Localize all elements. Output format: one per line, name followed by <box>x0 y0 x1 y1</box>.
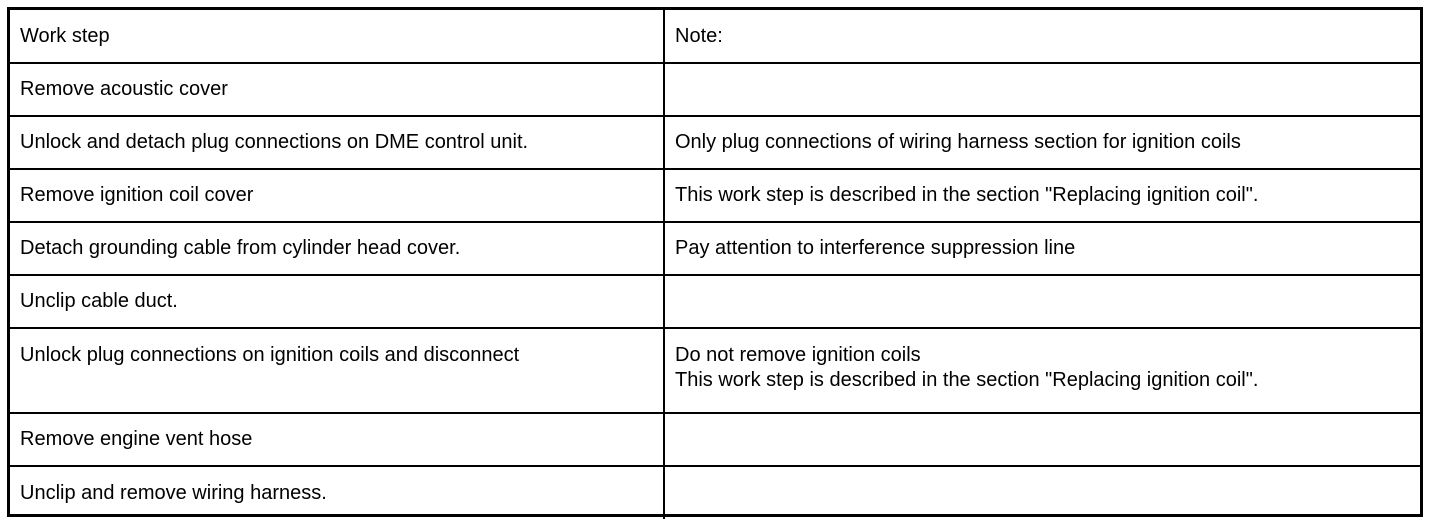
note-cell <box>663 62 1420 117</box>
table-row: Unclip cable duct. <box>10 274 1420 329</box>
table-row: Unlock and detach plug connections on DM… <box>10 115 1420 170</box>
work-step-cell: Unlock plug connections on ignition coil… <box>10 327 665 414</box>
note-cell: Do not remove ignition coils This work s… <box>663 327 1420 414</box>
table-row: Remove acoustic cover <box>10 62 1420 117</box>
note-cell: This work step is described in the secti… <box>663 168 1420 223</box>
table-row: Unclip and remove wiring harness. <box>10 465 1420 519</box>
note-cell <box>663 412 1420 467</box>
header-work-step: Work step <box>10 10 665 64</box>
note-cell <box>663 465 1420 519</box>
note-text: Do not remove ignition coils <box>675 344 921 366</box>
note-text: Only plug connections of wiring harness … <box>675 131 1241 153</box>
note-cell: Pay attention to interference suppressio… <box>663 221 1420 276</box>
table-row: Unlock plug connections on ignition coil… <box>10 327 1420 414</box>
note-text: This work step is described in the secti… <box>675 184 1259 206</box>
table-header-row: Work step Note: <box>10 10 1420 64</box>
table-row: Remove ignition coil cover This work ste… <box>10 168 1420 223</box>
note-text: Pay attention to interference suppressio… <box>675 237 1076 259</box>
work-step-cell: Remove ignition coil cover <box>10 168 665 223</box>
work-steps-table: Work step Note: Remove acoustic cover Un… <box>10 10 1420 519</box>
table-row: Detach grounding cable from cylinder hea… <box>10 221 1420 276</box>
work-step-cell: Unclip and remove wiring harness. <box>10 465 665 519</box>
work-steps-document: Work step Note: Remove acoustic cover Un… <box>7 7 1423 519</box>
header-note: Note: <box>663 10 1420 64</box>
note-cell: Only plug connections of wiring harness … <box>663 115 1420 170</box>
work-step-cell: Remove acoustic cover <box>10 62 665 117</box>
work-step-cell: Unlock and detach plug connections on DM… <box>10 115 665 170</box>
table-row: Remove engine vent hose <box>10 412 1420 467</box>
work-step-cell: Detach grounding cable from cylinder hea… <box>10 221 665 276</box>
note-cell <box>663 274 1420 329</box>
work-step-cell: Remove engine vent hose <box>10 412 665 467</box>
work-step-cell: Unclip cable duct. <box>10 274 665 329</box>
note-text: This work step is described in the secti… <box>675 369 1259 391</box>
